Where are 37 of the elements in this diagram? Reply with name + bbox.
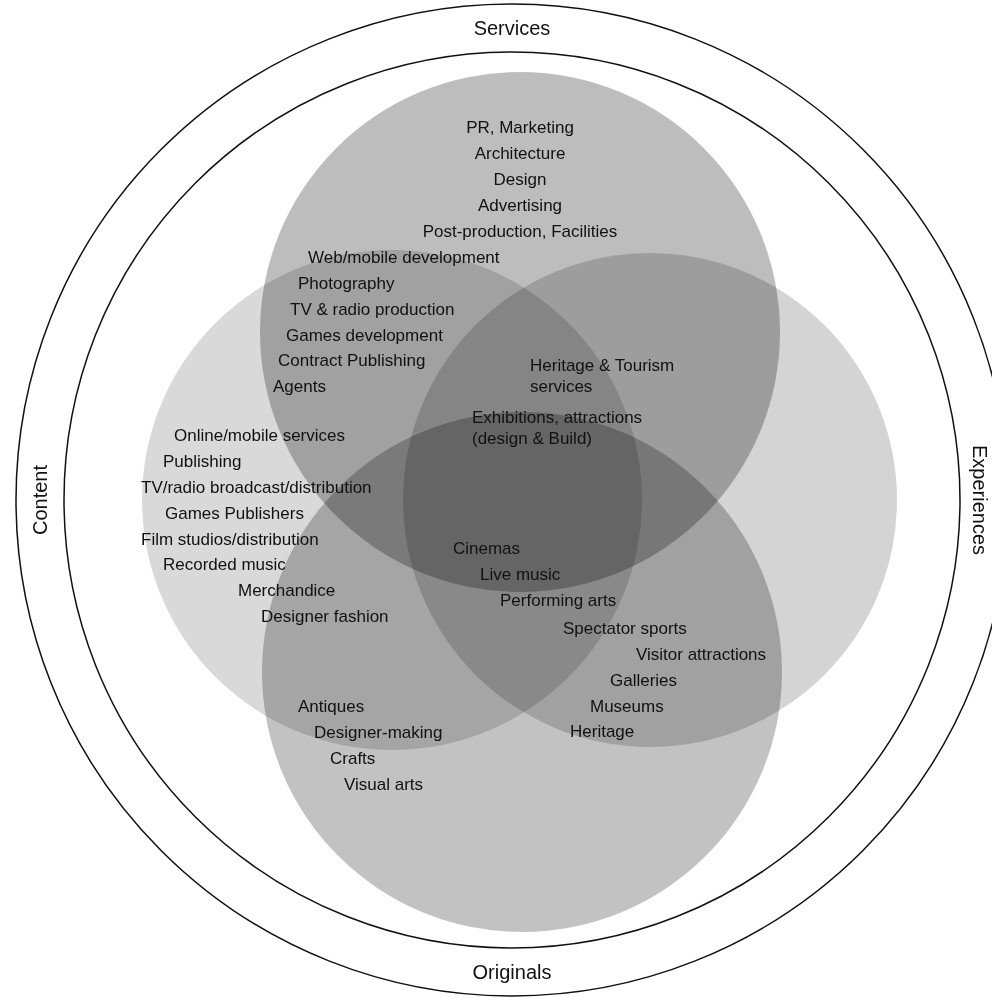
sector-label: Merchandice	[238, 579, 336, 601]
sector-label: Games development	[286, 324, 443, 346]
sector-label: Performing arts	[500, 589, 617, 611]
sector-label: Agents	[273, 375, 326, 397]
sector-label: Museums	[590, 695, 664, 717]
ring-label: Content	[28, 464, 52, 536]
sector-label: Design	[493, 168, 547, 190]
sector-label: Spectator sports	[563, 617, 687, 639]
sector-label: TV & radio production	[290, 298, 455, 320]
sector-label: Live music	[480, 563, 561, 585]
sector-label: Visual arts	[344, 773, 424, 795]
sector-label: Exhibitions, attractions (design & Build)	[472, 407, 644, 449]
ring-label: Services	[473, 16, 551, 40]
ring-label: Experiences	[968, 444, 992, 556]
sector-label: Designer fashion	[261, 605, 389, 627]
sector-label: Publishing	[163, 450, 242, 472]
sector-label: PR, Marketing	[466, 116, 574, 138]
sector-label: Recorded music	[163, 553, 286, 575]
sector-label: Film studios/distribution	[141, 528, 319, 550]
sector-label: Architecture	[474, 142, 566, 164]
sector-label: Photography	[298, 272, 395, 294]
ring-label: Originals	[472, 960, 552, 984]
sector-label: Antiques	[298, 695, 365, 717]
sector-label: TV/radio broadcast/distribution	[141, 476, 372, 498]
sector-label: Advertising	[477, 194, 563, 216]
sector-label: Designer-making	[314, 721, 443, 743]
sector-label: Cinemas	[453, 537, 521, 559]
sector-label: Visitor attractions	[636, 643, 767, 665]
sector-label: Galleries	[610, 669, 678, 691]
sector-label: Contract Publishing	[278, 349, 426, 371]
sector-label: Online/mobile services	[174, 424, 345, 446]
sector-label: Web/mobile development	[308, 246, 500, 268]
sector-label: Heritage	[570, 720, 635, 742]
sector-label: Post-production, Facilities	[422, 220, 618, 242]
sector-label: Heritage & Tourism services	[530, 355, 676, 397]
sector-label: Crafts	[330, 747, 376, 769]
sector-label: Games Publishers	[165, 502, 304, 524]
